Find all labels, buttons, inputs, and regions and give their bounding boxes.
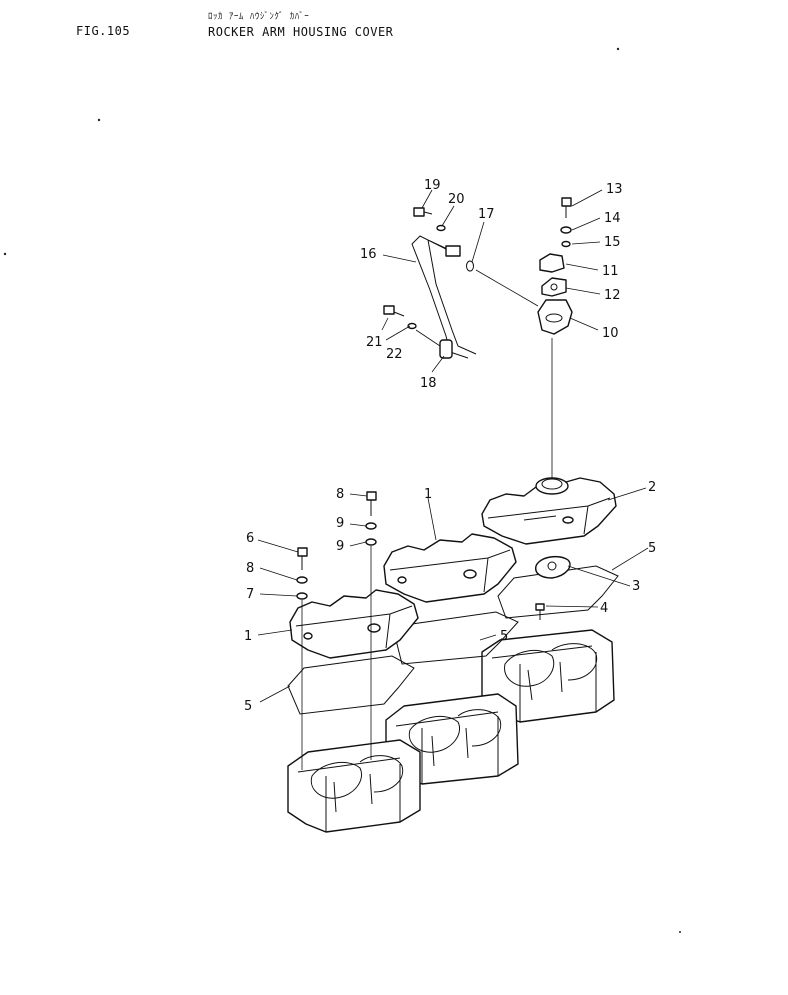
leader-lines [257,189,649,703]
washer-8-left [296,576,308,584]
gasket-left [287,655,415,715]
washer-22 [407,322,417,330]
callout-18: 19 [424,178,441,193]
bolt-7 [366,491,377,516]
callout-5-middle: 5 [500,629,508,644]
scan-speck [679,931,681,933]
scan-speck [97,118,101,122]
washer-8-right [365,522,377,530]
figure-number: FIG.105 [76,24,131,38]
callout-4: 4 [600,601,608,616]
gasket-middle [395,611,519,665]
bolt-21 [383,305,405,317]
callout-19: 20 [448,192,465,207]
callout-9-upper: 9 [336,539,344,554]
bolt-4 [535,603,545,620]
diagram-title: ROCKER ARM HOUSING COVER [208,25,394,39]
callout-16: 16 [360,247,377,262]
callout-22: 22 [386,347,403,362]
connection-line [475,269,539,307]
callout-20: 18 [420,376,437,391]
callout-3: 3 [632,579,640,594]
connection-line [415,329,441,347]
washer-9-left [296,592,308,600]
rocker-cover-left [289,589,419,659]
callout-21: 21 [366,335,383,350]
washer-15 [561,240,571,248]
scan-speck [616,47,620,51]
bolt-13 [561,197,572,218]
callout-15: 15 [604,235,621,250]
callout-5-right: 5 [648,541,656,556]
callout-8-upper: 9 [336,516,344,531]
scan-speck [3,252,7,256]
rocker-housing-left [287,739,421,833]
callout-9-lower: 7 [246,587,254,602]
callout-14: 14 [604,211,621,226]
kana-title: ﾛｯｶ ｱｰﾑ ﾊｳｼﾞﾝｸﾞ ｶﾊﾞｰ [208,12,310,22]
callout-2: 2 [648,480,656,495]
callout-10: 10 [602,326,619,341]
rocker-cover-with-breather [481,477,617,545]
callout-6: 6 [246,531,254,546]
callout-1-lower: 1 [244,629,252,644]
callout-7: 8 [336,487,344,502]
callout-8-lower: 8 [246,561,254,576]
washer-9-right [365,538,377,546]
cover-11 [539,253,565,273]
callout-11: 11 [602,264,619,279]
callout-13: 13 [606,182,623,197]
rocker-housing-right [481,629,615,723]
bolt-18 [413,207,433,217]
clip-20 [439,339,453,359]
washer-19 [436,224,446,232]
callout-17: 17 [478,207,495,222]
tube-flange [445,245,461,257]
callout-1-upper: 1 [424,487,432,502]
gasket-12 [541,277,567,297]
o-ring-17 [466,260,474,272]
breather-body-10 [537,299,573,335]
callout-5-left: 5 [244,699,252,714]
washer-14 [560,226,572,234]
bolt-6 [297,547,308,570]
rocker-cover-middle [383,533,517,603]
breather-plate [535,555,571,579]
gasket-right [497,565,619,619]
callout-12: 12 [604,288,621,303]
